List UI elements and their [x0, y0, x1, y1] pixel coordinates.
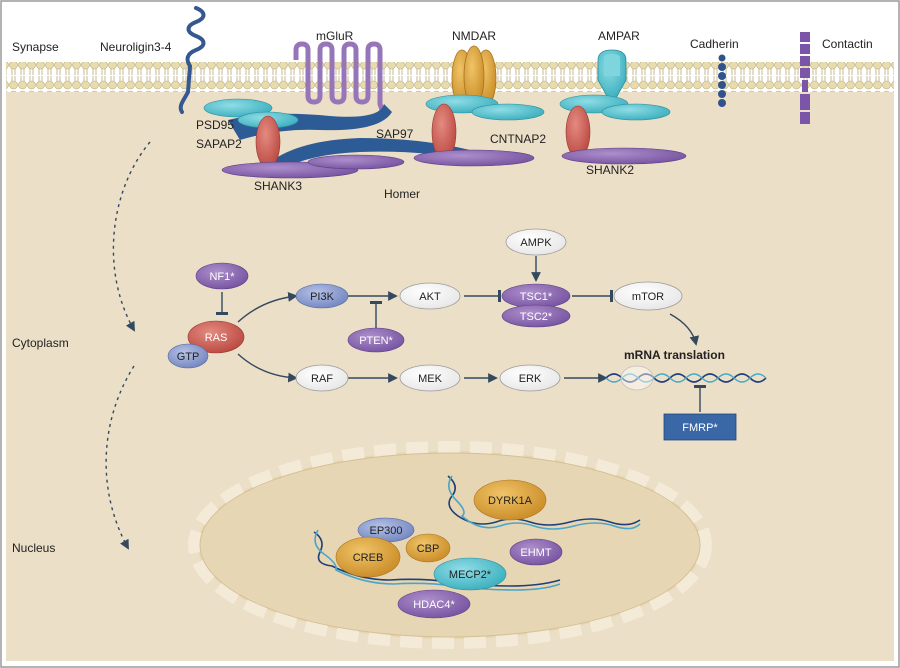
ampar-channel	[597, 49, 627, 99]
sapap2-ellipse	[255, 115, 281, 169]
mek-label: MEK	[418, 373, 443, 385]
ampar-scaffold-ellipse-2	[601, 103, 671, 121]
tsc1-node: TSC1*	[501, 283, 571, 309]
neuroligin-strand	[178, 6, 206, 114]
cytoplasm-label: Cytoplasm	[12, 336, 69, 350]
shank3-label: SHANK3	[254, 179, 302, 193]
ehmt-label: EHMT	[520, 547, 551, 559]
mrna-translation-label: mRNA translation	[624, 348, 725, 362]
homer-label: Homer	[384, 187, 420, 201]
erk-label: ERK	[519, 373, 542, 385]
tsc2-node: TSC2*	[501, 304, 571, 328]
nmdar-channel	[451, 45, 497, 107]
pi3k-node: PI3K	[295, 283, 349, 309]
ampk-label: AMPK	[520, 237, 552, 249]
contactin-label: Contactin	[822, 37, 873, 51]
nf1-node: NF1*	[195, 262, 249, 290]
gtp-label: GTP	[177, 351, 200, 363]
tsc1-label: TSC1*	[520, 291, 553, 303]
nuclear-envelope-inner	[199, 452, 701, 638]
mek-node: MEK	[399, 364, 461, 392]
mglur-receptor	[293, 41, 385, 111]
contactin-protein	[800, 32, 810, 124]
fmrp-node: FMRP*	[663, 413, 737, 441]
creb-label: CREB	[353, 552, 384, 564]
mglur-label: mGluR	[316, 29, 354, 43]
cntnap2-label: CNTNAP2	[490, 132, 546, 146]
tsc2-label: TSC2*	[520, 311, 553, 323]
ras-node: RAS	[187, 320, 245, 354]
nucleus-body	[198, 451, 702, 639]
homer-band	[270, 138, 475, 170]
gtp-node: GTP	[167, 343, 209, 369]
ehmt-node: EHMT	[509, 538, 563, 566]
hdac4-node: HDAC4*	[397, 589, 471, 619]
synapse-to-cytoplasm-arrow	[112, 141, 151, 332]
ras-to-raf-arrow	[237, 353, 298, 383]
akt-node: AKT	[399, 282, 461, 310]
ras-label: RAS	[205, 332, 228, 344]
cbp-label: CBP	[417, 543, 440, 555]
ampk-node: AMPK	[505, 228, 567, 256]
ampar-label: AMPAR	[598, 29, 640, 43]
cytoplasm-to-nucleus-arrow	[105, 365, 135, 550]
ribosome	[620, 365, 654, 391]
dna-lower	[313, 529, 561, 591]
ep300-label: EP300	[369, 525, 402, 537]
psd95-label: PSD95	[196, 118, 234, 132]
raf-label: RAF	[311, 373, 333, 385]
nuclear-envelope	[188, 441, 712, 649]
nucleus-label: Nucleus	[12, 541, 55, 555]
synapse-label: Synapse	[12, 40, 59, 54]
fmrp-label: FMRP*	[682, 422, 718, 434]
mrna-strand-2	[605, 373, 767, 383]
cntnap2-ellipse	[471, 103, 545, 121]
cadherin-chain	[718, 54, 726, 107]
cell-membrane	[6, 62, 894, 92]
shank2-ellipse	[561, 147, 687, 165]
mecp2-label: MECP2*	[449, 569, 492, 581]
shank3-ellipse-2	[307, 154, 405, 170]
dyrk1a-label: DYRK1A	[488, 495, 533, 507]
mtor-to-translation-arrow	[669, 313, 700, 346]
nmdar-label: NMDAR	[452, 29, 496, 43]
pten-label: PTEN*	[359, 335, 393, 347]
sap97-label: SAP97	[376, 127, 414, 141]
akt-label: AKT	[419, 291, 441, 303]
ras-to-pi3k-arrow	[237, 292, 298, 323]
dyrk1a-node: DYRK1A	[473, 479, 547, 521]
pi3k-label: PI3K	[310, 291, 335, 303]
ep300-node: EP300	[357, 517, 415, 543]
raf-node: RAF	[295, 364, 349, 392]
creb-node: CREB	[335, 536, 401, 578]
hdac4-label: HDAC4*	[413, 599, 455, 611]
cadherin-label: Cadherin	[690, 37, 739, 51]
cbp-node: CBP	[405, 533, 451, 563]
mtor-label: mTOR	[632, 291, 664, 303]
shank2-label: SHANK2	[586, 163, 634, 177]
mecp2-node: MECP2*	[433, 557, 507, 591]
sapap2-label: SAPAP2	[196, 137, 242, 151]
pten-node: PTEN*	[347, 327, 405, 353]
nf1-label: NF1*	[209, 271, 235, 283]
shank-ellipse-mid	[413, 149, 535, 167]
neuroligin-label: Neuroligin3-4	[100, 40, 172, 54]
erk-node: ERK	[499, 364, 561, 392]
mtor-node: mTOR	[613, 281, 683, 311]
